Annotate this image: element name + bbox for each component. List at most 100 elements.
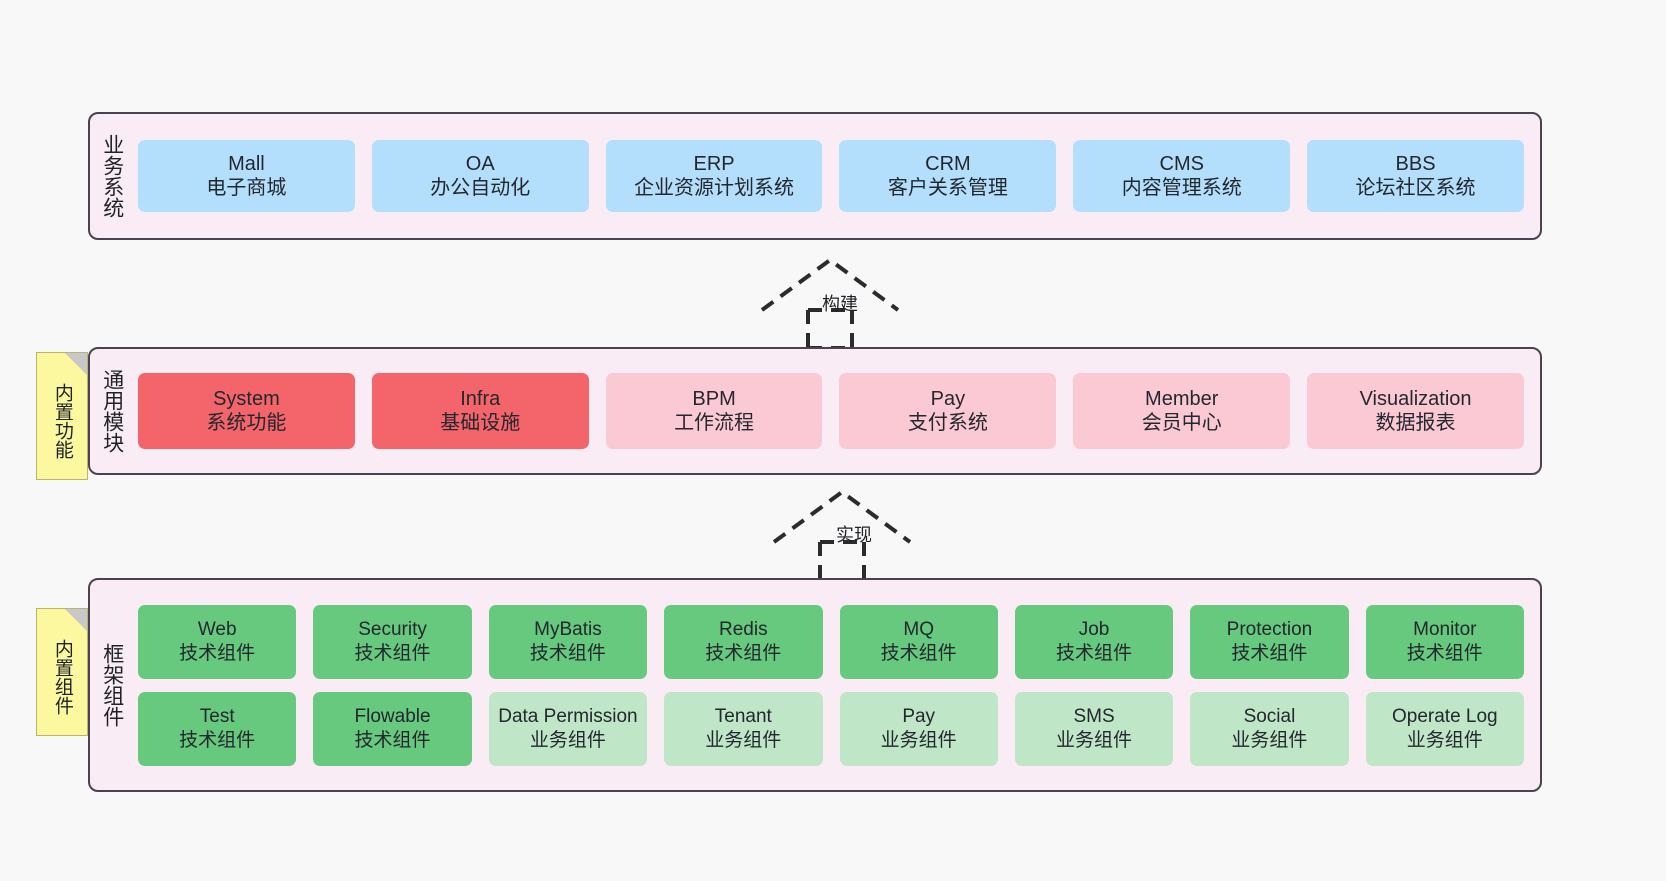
card-title: Operate Log [1391,706,1498,728]
card-subtitle: 技术组件 [1406,642,1483,664]
layer-common-module: 通用模块 System 系统功能 Infra 基础设施 BPM 工作流程 Pay [88,347,1542,475]
card-tenant[interactable]: Tenant 业务组件 [664,691,823,766]
card-row: Mall 电子商城 OA 办公自动化 ERP 企业资源计划系统 CRM 客户关系… [138,140,1524,212]
card-subtitle: 数据报表 [1375,412,1456,434]
layer-title-framework-component: 框架组件 [100,643,124,727]
card-erp[interactable]: ERP 企业资源计划系统 [605,140,823,212]
card-crm[interactable]: CRM 客户关系管理 [839,140,1057,212]
card-pay-business[interactable]: Pay 业务组件 [839,691,998,766]
note-builtin-components: 内置组件 [36,608,88,736]
card-subtitle: 系统功能 [206,412,287,434]
card-title: Flowable [354,706,431,728]
card-subtitle: 技术组件 [179,729,256,751]
card-title: Visualization [1359,387,1472,410]
card-title: OA [465,152,495,175]
card-visualization[interactable]: Visualization 数据报表 [1307,373,1524,449]
card-title: CMS [1159,152,1204,175]
card-row: System 系统功能 Infra 基础设施 BPM 工作流程 Pay 支付系统… [138,373,1524,449]
card-bpm[interactable]: BPM 工作流程 [605,373,823,449]
card-subtitle: 基础设施 [440,412,521,434]
note-fold-corner-icon [65,353,87,375]
card-row: Test 技术组件 Flowable 技术组件 Data Permission … [138,691,1524,766]
card-subtitle: 技术组件 [354,729,431,751]
note-label: 内置组件 [51,639,73,715]
card-subtitle: 客户关系管理 [887,177,1008,199]
card-row: Web 技术组件 Security 技术组件 MyBatis 技术组件 Redi… [138,604,1524,679]
card-infra[interactable]: Infra 基础设施 [371,373,589,449]
card-subtitle: 电子商城 [206,177,287,199]
layer-business-system: 业务系统 Mall 电子商城 OA 办公自动化 ERP 企业资源计划系统 CRM [88,112,1542,240]
card-title: CRM [925,152,971,175]
card-member[interactable]: Member 会员中心 [1073,373,1291,449]
card-protection[interactable]: Protection 技术组件 [1190,604,1349,679]
card-subtitle: 业务组件 [1231,729,1308,751]
card-title: BPM [692,387,736,410]
card-title: Monitor [1413,619,1477,641]
note-builtin-functions: 内置功能 [36,352,88,480]
card-title: Protection [1226,619,1313,641]
card-title: Social [1243,706,1296,728]
card-subtitle: 技术组件 [529,642,606,664]
card-title: MyBatis [534,619,602,641]
layer-body-business-system: Mall 电子商城 OA 办公自动化 ERP 企业资源计划系统 CRM 客户关系… [134,114,1540,238]
card-subtitle: 办公自动化 [430,177,531,199]
layer-body-framework-component: Web 技术组件 Security 技术组件 MyBatis 技术组件 Redi… [134,580,1540,790]
card-pay[interactable]: Pay 支付系统 [839,373,1057,449]
note-label: 内置功能 [51,383,73,459]
card-web[interactable]: Web 技术组件 [138,604,297,679]
card-title: System [213,387,280,410]
layer-title-business-system: 业务系统 [100,134,124,218]
card-subtitle: 技术组件 [705,642,782,664]
card-title: Mall [228,152,265,175]
card-subtitle: 技术组件 [179,642,256,664]
card-subtitle: 支付系统 [907,412,988,434]
card-subtitle: 工作流程 [674,412,755,434]
card-subtitle: 业务组件 [880,729,957,751]
card-oa[interactable]: OA 办公自动化 [371,140,589,212]
card-title: SMS [1073,706,1115,728]
card-title: Test [199,706,235,728]
card-system[interactable]: System 系统功能 [138,373,355,449]
card-subtitle: 技术组件 [880,642,957,664]
card-security[interactable]: Security 技术组件 [313,604,472,679]
card-subtitle: 企业资源计划系统 [634,177,795,199]
card-title: Pay [930,387,966,410]
card-operate-log[interactable]: Operate Log 业务组件 [1365,691,1524,766]
card-subtitle: 业务组件 [1056,729,1133,751]
card-title: MQ [903,619,934,641]
card-mq[interactable]: MQ 技术组件 [839,604,998,679]
card-title: Member [1145,387,1219,410]
card-social[interactable]: Social 业务组件 [1190,691,1349,766]
card-subtitle: 内容管理系统 [1121,177,1242,199]
card-subtitle: 技术组件 [1056,642,1133,664]
card-redis[interactable]: Redis 技术组件 [664,604,823,679]
arrow-label-build: 构建 [822,294,858,314]
card-title: Data Permission [498,706,638,728]
layer-title-common-module: 通用模块 [100,369,124,453]
card-subtitle: 业务组件 [529,729,606,751]
card-title: Security [358,619,427,641]
card-title: Job [1078,619,1110,641]
card-cms[interactable]: CMS 内容管理系统 [1073,140,1291,212]
card-title: BBS [1395,152,1436,175]
card-subtitle: 会员中心 [1141,412,1222,434]
card-subtitle: 论坛社区系统 [1355,177,1476,199]
card-flowable[interactable]: Flowable 技术组件 [313,691,472,766]
card-test[interactable]: Test 技术组件 [138,691,297,766]
card-subtitle: 业务组件 [1406,729,1483,751]
card-title: Web [197,619,237,641]
card-title: Infra [460,387,501,410]
card-title: ERP [693,152,735,175]
card-bbs[interactable]: BBS 论坛社区系统 [1307,140,1524,212]
layer-framework-component: 框架组件 Web 技术组件 Security 技术组件 MyBatis 技术组件… [88,578,1542,792]
card-job[interactable]: Job 技术组件 [1014,604,1174,679]
card-mybatis[interactable]: MyBatis 技术组件 [488,604,648,679]
card-monitor[interactable]: Monitor 技术组件 [1365,604,1524,679]
card-subtitle: 技术组件 [1231,642,1308,664]
card-sms[interactable]: SMS 业务组件 [1014,691,1174,766]
card-mall[interactable]: Mall 电子商城 [138,140,355,212]
card-data-permission[interactable]: Data Permission 业务组件 [488,691,648,766]
card-title: Tenant [714,706,772,728]
layer-body-common-module: System 系统功能 Infra 基础设施 BPM 工作流程 Pay 支付系统… [134,349,1540,473]
